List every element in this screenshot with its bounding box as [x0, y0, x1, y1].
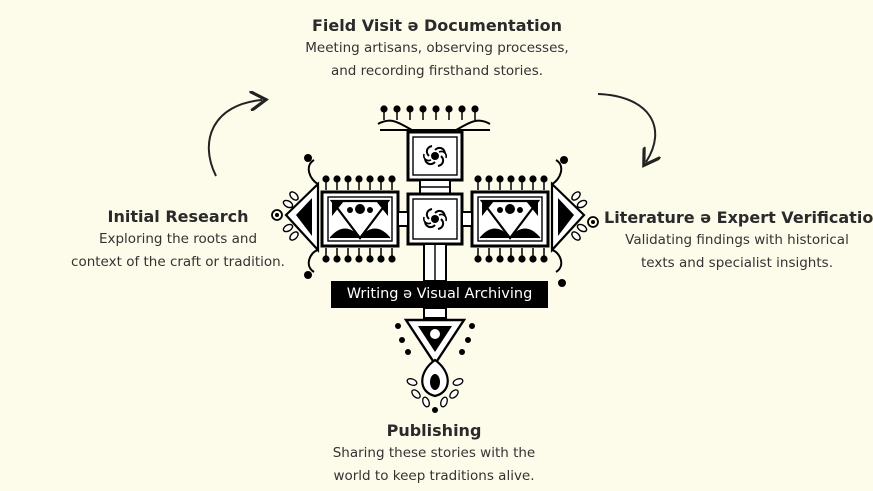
- step-description-line: world to keep traditions alive.: [333, 468, 535, 484]
- step-initial-research: Initial Research Exploring the roots and…: [56, 207, 300, 273]
- step-description-line: and recording firsthand stories.: [330, 63, 544, 79]
- curved-arrow-right-icon: [597, 93, 655, 162]
- step-literature-verification: Literature ə Expert Verification Validat…: [604, 208, 873, 274]
- step-description-line: texts and specialist insights.: [641, 255, 833, 271]
- step-title: Field Visit ə Documentation: [311, 16, 563, 35]
- step-description-line: Meeting artisans, observing processes,: [305, 40, 569, 56]
- step-description-line: context of the craft or tradition.: [71, 254, 285, 270]
- step-description-line: Sharing these stories with the: [332, 445, 536, 461]
- step-description-line: Validating findings with historical: [625, 232, 849, 248]
- step-title: Initial Research: [107, 207, 249, 226]
- step-description-line: Exploring the roots and: [98, 231, 258, 247]
- step-title: Publishing: [386, 421, 482, 440]
- step-title: Literature ə Expert Verification: [604, 208, 873, 227]
- step-field-visit: Field Visit ə Documentation Meeting arti…: [287, 16, 587, 82]
- step-publishing: Publishing Sharing these stories with th…: [300, 421, 568, 487]
- curved-arrow-left-icon: [207, 100, 262, 177]
- center-label: Writing ə Visual Archiving: [331, 281, 548, 308]
